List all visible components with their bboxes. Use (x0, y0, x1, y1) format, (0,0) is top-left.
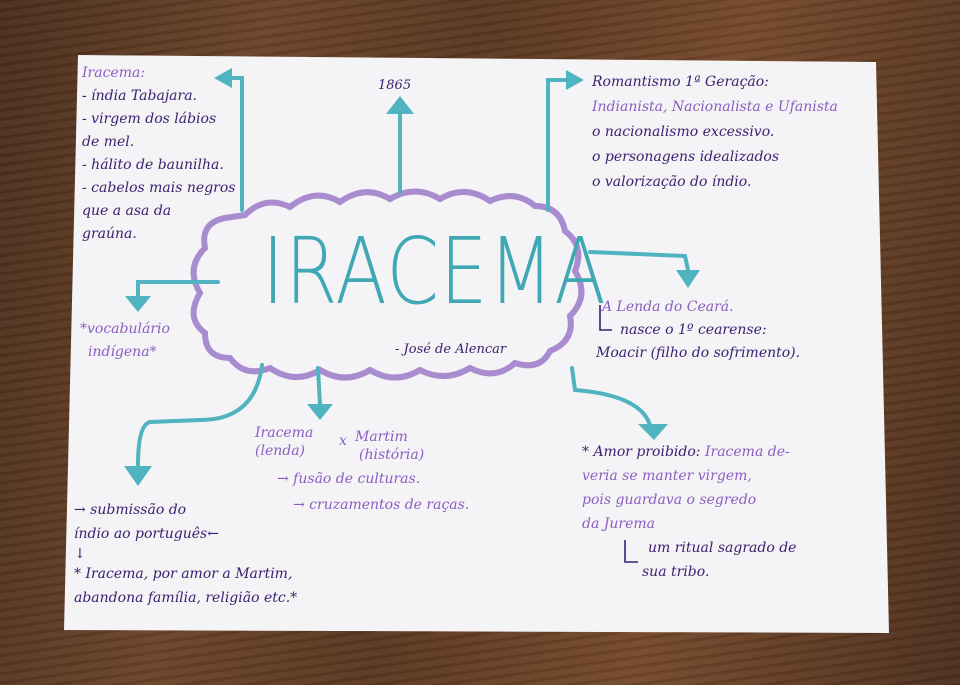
trait-line: - índia Tabajara. (82, 88, 197, 104)
vocabulario-note: *vocabulário indígena* (80, 318, 170, 364)
arrow-vocabulario (136, 280, 220, 300)
amor-text: da Jurema (582, 516, 655, 532)
lenda-line: Moacir (filho do sofrimento). (596, 345, 801, 361)
contrast-left: Iracema (255, 425, 314, 441)
author: - José de Alencar (395, 342, 507, 357)
contrast-item: → cruzamentos de raças. (293, 497, 470, 513)
trait-line: - cabelos mais negros (82, 180, 236, 196)
contrast-left-sub: (lenda) (255, 443, 306, 459)
submissao-line: * Iracema, por amor a Martim, (74, 566, 293, 582)
amor-text: Iracema de- (704, 444, 790, 460)
year: 1865 (378, 78, 412, 93)
submissao-line: → submissão do (74, 502, 187, 518)
vocabulario-line: indígena* (88, 344, 157, 360)
traits-heading: Iracema: (82, 65, 146, 81)
amor-heading: * Amor proibido: (582, 444, 701, 460)
lenda-heading: A Lenda do Ceará. (602, 299, 734, 315)
contrast-x: x (339, 433, 347, 449)
arrowhead-romantismo (566, 70, 584, 90)
arrow-contrast (316, 366, 322, 407)
romantismo-item: o valorização do índio. (592, 174, 752, 190)
romantismo-item: o personagens idealizados (592, 149, 780, 165)
ritual-line: um ritual sagrado de (648, 540, 797, 556)
arrowhead-submissao (124, 466, 152, 486)
submissao-line: abandona família, religião etc.* (74, 590, 298, 606)
arrowhead-vocabulario (125, 296, 151, 312)
traits-block: Iracema: - índia Tabajara. - virgem dos … (82, 62, 235, 246)
trait-line: graúna. (82, 226, 137, 242)
lenda-block: A Lenda do Ceará. nasce o 1º cearense: M… (596, 296, 800, 365)
romantismo-item: o nacionalismo excessivo. (592, 124, 775, 140)
romantismo-subtitle: Indianista, Nacionalista e Ufanista (592, 99, 838, 115)
ritual-connector-icon (624, 540, 638, 563)
romantismo-heading: Romantismo 1ª Geração: (592, 74, 769, 90)
arrowhead-lenda (676, 270, 700, 288)
submissao-line: índio ao português← (74, 526, 219, 542)
vocabulario-line: *vocabulário (80, 321, 170, 337)
romantismo-block: Romantismo 1ª Geração: Indianista, Nacio… (592, 70, 838, 195)
arrow-traits (226, 76, 244, 212)
arrow-romantismo (546, 78, 570, 212)
arrowhead-traits (214, 68, 232, 88)
arrowhead-contrast (307, 404, 333, 420)
lenda-line: nasce o 1º cearense: (620, 322, 767, 338)
arrowhead-amor (638, 424, 668, 440)
contrast-right-sub: (história) (359, 447, 425, 463)
contrast-right: Martim (355, 429, 408, 445)
arrowhead-year (386, 96, 414, 114)
trait-line: - virgem dos lábios (82, 111, 217, 127)
ritual-line: sua tribo. (642, 564, 710, 580)
central-cloud (190, 188, 585, 381)
lenda-connector-icon (599, 305, 612, 331)
contrast-item: → fusão de culturas. (277, 471, 421, 487)
amor-block: * Amor proibido: Iracema de- veria se ma… (582, 440, 796, 584)
trait-line: que a asa da (82, 203, 172, 219)
down-arrow-icon: ↓ (74, 546, 86, 562)
trait-line: - hálito de baunilha. (82, 157, 224, 173)
arrow-amor (570, 366, 652, 427)
amor-text: pois guardava o segredo (582, 492, 757, 508)
trait-line: de mel. (82, 134, 135, 150)
submissao-block: → submissão do índio ao português← ↓ * I… (74, 498, 297, 610)
central-title: IRACEMA (262, 218, 607, 325)
arrow-lenda (588, 250, 690, 272)
arrow-submissao (136, 363, 264, 467)
amor-text: veria se manter virgem, (582, 468, 752, 484)
